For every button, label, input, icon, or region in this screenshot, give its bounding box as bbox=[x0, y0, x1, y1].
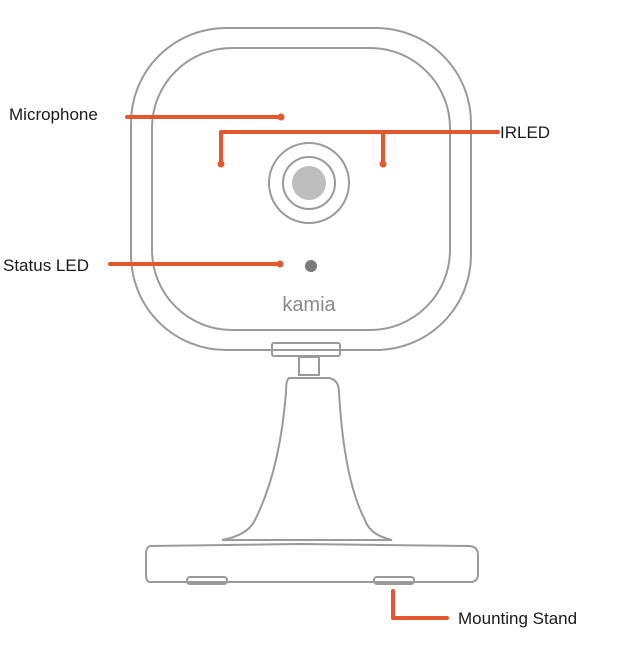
status-led-indicator bbox=[305, 260, 317, 272]
lens-outer-ring bbox=[268, 142, 350, 224]
camera-head-inner-face bbox=[151, 47, 451, 331]
irled-label: IRLED bbox=[500, 123, 550, 142]
microphone-label: Microphone bbox=[9, 105, 98, 124]
status-led-leader-dot bbox=[276, 260, 284, 268]
brand-logo: kamia bbox=[282, 294, 336, 316]
lens-glass bbox=[292, 166, 326, 200]
irled-leader-line bbox=[219, 130, 500, 165]
callout-leaders bbox=[108, 113, 500, 620]
stand-foot-left bbox=[186, 576, 228, 585]
lens-inner-ring bbox=[282, 156, 336, 210]
mounting-stand-leader-line bbox=[391, 589, 449, 620]
microphone-leader-dot bbox=[277, 113, 285, 121]
irled-left-leader-dot bbox=[217, 160, 225, 168]
stand-joint bbox=[298, 356, 320, 376]
mounting-stand-label: Mounting Stand bbox=[458, 609, 577, 628]
mounting-stand bbox=[145, 342, 479, 585]
stand-base bbox=[145, 542, 479, 583]
camera-lens bbox=[268, 142, 350, 224]
irled-right-leader-dot bbox=[379, 160, 387, 168]
stand-neck bbox=[221, 377, 393, 541]
camera-head-outer-shell bbox=[130, 27, 472, 351]
status-led-label: Status LED bbox=[3, 256, 89, 275]
camera-head bbox=[130, 27, 472, 351]
stand-foot-right bbox=[373, 576, 415, 585]
